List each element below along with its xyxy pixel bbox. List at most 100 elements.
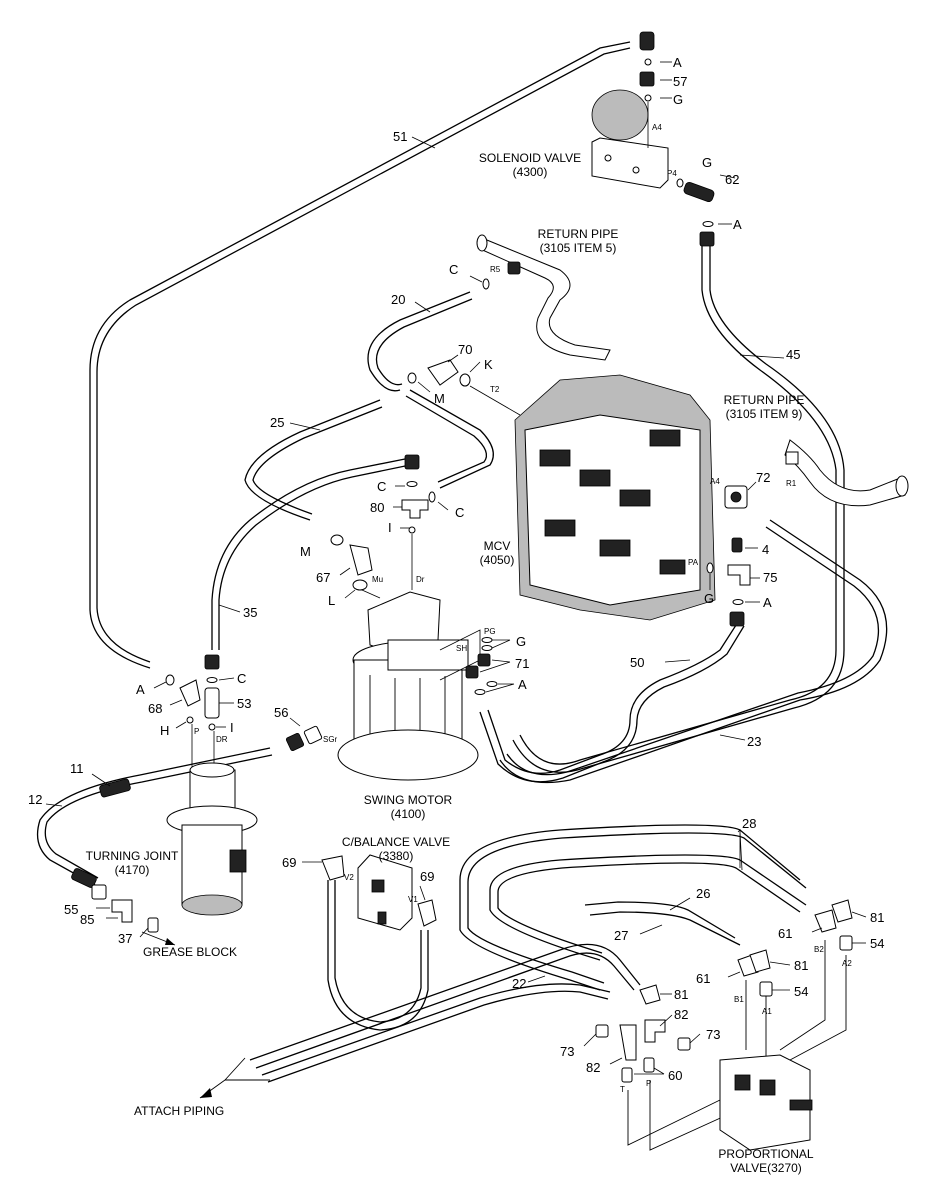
port-t2: T2 [490, 385, 500, 394]
label-cbalance-valve-code: (3380) [379, 849, 414, 863]
leader-23 [719, 734, 746, 741]
hose-cbv-left-inner [334, 880, 422, 1023]
cbalance-valve-body [357, 854, 413, 931]
solenoid-block [591, 137, 669, 189]
leader-k [469, 361, 481, 373]
leader-50 [664, 659, 691, 663]
label-turning-joint: TURNING JOINT [86, 849, 179, 863]
callout-l: L [328, 593, 335, 608]
leader-56 [289, 717, 301, 727]
oring-i1 [408, 526, 416, 534]
callout-a2: A [733, 217, 742, 232]
fitting-12-end [71, 868, 97, 888]
swing-motor-fittings [330, 454, 436, 599]
callout-80: 80 [370, 500, 384, 515]
grease-fittings [91, 884, 176, 946]
oring-g2 [676, 178, 684, 188]
solenoid-port-1 [604, 154, 612, 162]
callout-23: 23 [747, 734, 761, 749]
leader-h [175, 721, 187, 729]
hose-22-b [255, 952, 635, 1069]
callout-71: 71 [515, 656, 529, 671]
leader-20 [414, 301, 431, 313]
callout-26: 26 [696, 886, 710, 901]
hose-25-inner [252, 406, 383, 515]
pv-port-2 [759, 1079, 776, 1096]
fitting-82a [619, 1024, 637, 1061]
fitting-69a [321, 855, 345, 881]
pv-solenoid [789, 1099, 813, 1111]
hose-22-a [249, 943, 641, 1061]
callout-57: 57 [673, 74, 687, 89]
callout-53: 53 [237, 696, 251, 711]
callout-73a: 73 [560, 1044, 574, 1059]
cbalance-plug [377, 911, 387, 925]
oring-c4 [206, 677, 218, 683]
callout-25: 25 [270, 415, 284, 430]
fitting-60a [621, 1067, 633, 1083]
return-pipe-5 [476, 234, 611, 361]
fitting-71b [465, 665, 479, 679]
fitting-81c [639, 984, 661, 1005]
hose-45 [519, 240, 837, 765]
return-pipe-9-fitting [785, 451, 799, 465]
clamp-11 [99, 778, 131, 798]
leader-lines [45, 61, 867, 1075]
leader-c4 [218, 677, 235, 681]
leader-g4 [491, 639, 511, 649]
fitting-80 [401, 499, 429, 519]
callout-g4: G [516, 634, 526, 649]
callout-54b: 54 [794, 984, 808, 999]
fitting-50-end [729, 611, 745, 627]
port-sh: SH [456, 644, 467, 653]
solenoid-valve [591, 31, 715, 247]
callout-81c: 81 [674, 987, 688, 1002]
callout-g2: G [702, 155, 712, 170]
callout-73b: 73 [706, 1027, 720, 1042]
mcv-spool-5 [599, 539, 631, 557]
component-labels: SOLENOID VALVE (4300) RETURN PIPE (3105 … [86, 151, 814, 1175]
oring-c3 [428, 491, 436, 503]
leader-62 [719, 174, 736, 179]
label-return-pipe-5-code: (3105 ITEM 5) [540, 241, 617, 255]
callout-k: K [484, 357, 493, 372]
leader-73b [689, 1033, 701, 1044]
hose-cbv-left [327, 880, 429, 1031]
callout-i1: I [388, 520, 392, 535]
hose-22-c [261, 983, 611, 1076]
fitting-73b [677, 1037, 691, 1051]
callout-28: 28 [742, 816, 756, 831]
leader-26 [669, 897, 691, 911]
callout-75: 75 [763, 570, 777, 585]
callout-54a: 54 [870, 936, 884, 951]
callout-a5: A [136, 682, 145, 697]
port-r5: R5 [490, 265, 501, 274]
leader-22 [527, 975, 546, 983]
turning-joint-top-cap [189, 762, 235, 778]
hose-20 [367, 291, 471, 392]
port-b2: B2 [814, 945, 824, 954]
hose-27 [584, 901, 736, 939]
leader-61b [727, 971, 741, 978]
mcv-spool-3 [619, 489, 651, 507]
hose-12 [36, 747, 271, 886]
proportional-valve [595, 899, 853, 1151]
mcv-spool-1 [539, 449, 571, 467]
callout-60: 60 [668, 1068, 682, 1083]
callout-20: 20 [391, 292, 405, 307]
label-mcv: MCV [484, 539, 511, 553]
callout-a1: A [673, 55, 682, 70]
fitting-4 [731, 537, 743, 553]
hose-m-loop-inner [405, 395, 488, 483]
oring-i2 [208, 723, 216, 731]
fitting-upper [404, 454, 420, 470]
oring-m2 [330, 534, 344, 546]
fitting-54b [759, 981, 773, 997]
leader-c3 [437, 501, 449, 511]
callout-68: 68 [148, 701, 162, 716]
callout-a4: A [518, 677, 527, 692]
label-swing-motor-code: (4100) [391, 807, 426, 821]
label-attach-piping: ATTACH PIPING [134, 1104, 224, 1118]
leader-25 [289, 422, 321, 431]
